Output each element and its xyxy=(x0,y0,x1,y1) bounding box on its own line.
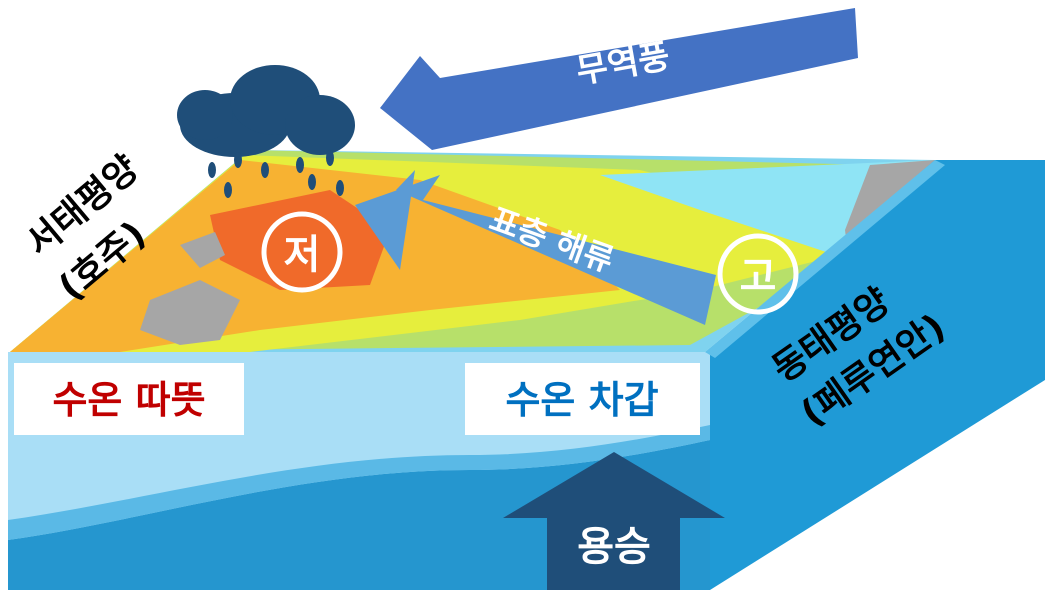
warm-water-label-box xyxy=(14,363,244,435)
cold-water-label-box xyxy=(465,363,700,435)
surface-current-arrow xyxy=(355,170,716,325)
low-pressure-circle xyxy=(261,211,343,293)
rain-cloud-icon xyxy=(177,65,355,157)
thermocline-band xyxy=(8,425,710,540)
rain-drops-icon xyxy=(208,150,344,198)
cold-water-label: 수온 차갑 xyxy=(505,378,658,422)
warm-water-label: 수온 따뜻 xyxy=(52,378,205,422)
ocean-side-face xyxy=(710,160,1045,590)
land-australia xyxy=(140,280,240,345)
high-pressure-label: 고 xyxy=(740,254,777,300)
ocean-side-top-edge xyxy=(705,160,945,358)
upwelling-arrow xyxy=(503,452,725,590)
trade-wind-arrow xyxy=(380,8,858,150)
land-west xyxy=(180,232,225,268)
high-pressure-circle xyxy=(717,233,799,315)
thermocline-wave xyxy=(8,440,710,590)
upwelling-label: 용승 xyxy=(577,524,651,570)
low-pressure-label: 저 xyxy=(284,232,321,278)
surface-red-core xyxy=(210,190,390,290)
